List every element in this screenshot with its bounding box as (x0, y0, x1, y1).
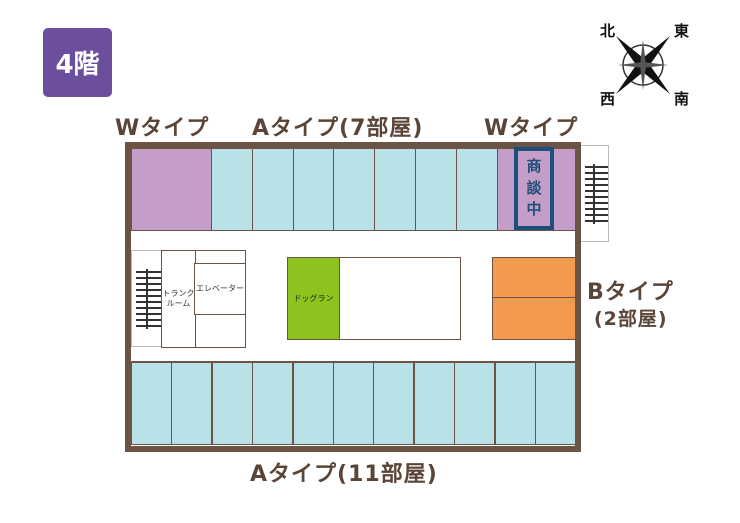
room-a-type (333, 148, 375, 231)
negotiation-char: 中 (526, 200, 542, 219)
compass-south: 南 (674, 90, 690, 108)
label-w-type-right: Wタイプ (484, 116, 579, 141)
room-a-type (212, 362, 253, 445)
label-b-type: Bタイプ (587, 280, 674, 305)
stair-step (136, 283, 161, 285)
stair-step (585, 208, 608, 210)
stair-step (585, 220, 608, 222)
room-a-type (252, 148, 294, 231)
stair-step (136, 301, 161, 303)
elevator-hall-bottom (194, 314, 246, 348)
room-b-type (492, 297, 576, 340)
negotiation-badge: 商 談 中 (514, 147, 554, 230)
stair-step (585, 184, 608, 186)
room-b-type (492, 257, 576, 298)
room-a-type (454, 362, 495, 445)
stair-step (585, 178, 608, 180)
stair-step (136, 307, 161, 309)
room-a-type (293, 362, 334, 445)
stair-rail (146, 269, 148, 329)
room-a-type (293, 148, 334, 231)
room-a-type (252, 362, 293, 445)
room-a-type (456, 148, 498, 231)
floor-badge: 4階 (43, 28, 112, 97)
compass-east: 東 (674, 22, 690, 40)
room-w-type (131, 148, 212, 231)
elevator-hall-top (194, 250, 246, 264)
elevator: エレベーター (194, 263, 246, 315)
room-a-type (211, 148, 253, 231)
compass-west: 西 (600, 90, 616, 108)
stair-step (585, 196, 608, 198)
room-a-type (373, 362, 414, 445)
room-a-type (131, 362, 172, 445)
negotiation-char: 商 (526, 156, 542, 175)
dog-run: ドッグラン (287, 257, 340, 340)
stair-step (585, 190, 608, 192)
room-a-type (333, 362, 374, 445)
stair-step (136, 325, 161, 327)
label-a-type-top: Aタイプ(7部屋) (252, 116, 424, 141)
stair-rail (593, 164, 595, 224)
stair-step (136, 271, 161, 273)
room-a-type (374, 148, 416, 231)
stair-step (136, 313, 161, 315)
stairs-left (131, 250, 162, 347)
corridor-wall (131, 361, 575, 363)
stair-step (585, 172, 608, 174)
negotiation-char: 談 (526, 178, 542, 197)
label-b-count: (2部屋) (594, 308, 668, 330)
stair-step (136, 277, 161, 279)
room-a-type (414, 362, 455, 445)
room-a-type (495, 362, 536, 445)
stair-step (585, 202, 608, 204)
stair-step (136, 319, 161, 321)
stair-step (585, 214, 608, 216)
room-a-type (415, 148, 457, 231)
compass-north: 北 (600, 22, 616, 40)
trunk-room: トランク ルーム (161, 250, 196, 348)
room-a-type (535, 362, 576, 445)
compass: 北 東 西 南 (598, 18, 698, 110)
stair-step (585, 166, 608, 168)
stair-step (136, 289, 161, 291)
room-a-type (171, 362, 212, 445)
compass-rose-icon (616, 36, 670, 94)
label-w-type-left: Wタイプ (115, 116, 210, 141)
stairs-right (580, 145, 609, 242)
stair-step (136, 295, 161, 297)
label-a-type-bottom: Aタイプ(11部屋) (250, 462, 438, 487)
